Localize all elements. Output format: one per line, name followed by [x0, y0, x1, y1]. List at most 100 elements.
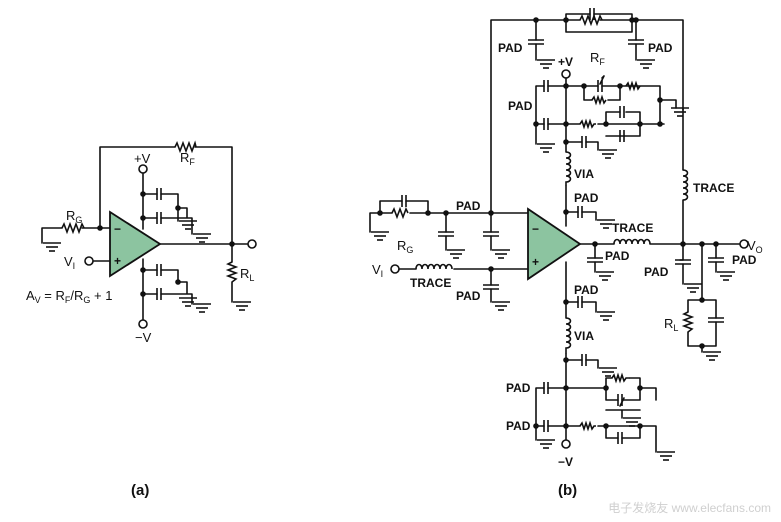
opamp-minus-sign: − — [532, 222, 539, 236]
pos-filter-resistors-b — [579, 80, 641, 130]
label-rg-a: RG — [66, 208, 82, 225]
neg-supply-terminal-b — [561, 439, 571, 449]
ground-icon — [178, 220, 198, 230]
rl-parallel-cap-b — [708, 317, 724, 323]
label-trace: TRACE — [693, 181, 734, 195]
variable-cap-arrow — [599, 75, 605, 85]
opamp-minus-sign: − — [114, 222, 121, 236]
output-terminal-b — [739, 239, 749, 249]
ground-icon — [716, 271, 736, 281]
label-via: VIA — [574, 167, 594, 181]
rl-network-b — [687, 243, 717, 353]
resistor-rf-b — [579, 13, 603, 27]
feedback-frame-b — [490, 19, 684, 245]
ground-icon — [491, 301, 511, 311]
label-via: VIA — [574, 329, 594, 343]
label-pad: PAD — [732, 253, 757, 267]
ground-icon — [192, 233, 212, 243]
ground-icon — [232, 301, 252, 311]
pos-rc-filters-b — [565, 85, 665, 137]
neg-pad-caps-b — [535, 387, 567, 441]
neg-filter-resistors-b — [579, 372, 630, 432]
input-terminal-b — [390, 264, 400, 274]
rg-network-b — [369, 200, 529, 233]
ground-icon — [595, 271, 615, 281]
label-pad: PAD — [506, 381, 531, 395]
variable-cap-arrow — [619, 397, 625, 407]
label-pad: PAD — [456, 289, 481, 303]
label-rl-a: RL — [240, 266, 254, 283]
label-rl-b: RL — [664, 316, 678, 333]
resistor-rg-a — [61, 221, 85, 235]
ground-icon — [702, 351, 722, 361]
ground-icon — [491, 249, 511, 259]
ground-icon — [192, 303, 212, 313]
inductor-trace-input — [415, 263, 453, 270]
inductor-via-pos — [565, 151, 572, 186]
pos-pad-caps-b — [535, 85, 567, 145]
pos-supply-terminal-b — [561, 69, 571, 79]
label-pad: PAD — [456, 199, 481, 213]
label-pad: PAD — [574, 283, 599, 297]
ground-icon — [670, 107, 690, 117]
caption-b: (b) — [558, 482, 577, 499]
neg-bypass-caps-a — [156, 264, 162, 300]
label-vi-b: VI — [372, 262, 383, 279]
ground-icon — [598, 149, 618, 159]
rg-wire-a — [41, 227, 111, 244]
output-terminal-a — [247, 239, 257, 249]
label-rf-b: RF — [590, 50, 605, 67]
ground-icon — [370, 231, 390, 241]
pos-bypass-caps-a — [156, 188, 162, 224]
pos-bypass-wires-a — [142, 193, 193, 235]
neg-supply-terminal-a — [138, 319, 148, 329]
label-trace: TRACE — [410, 276, 451, 290]
ground-icon — [683, 283, 703, 293]
ground-icon — [656, 451, 676, 461]
label-pad: PAD — [605, 249, 630, 263]
inductor-trace-output — [613, 238, 651, 245]
label-pad: PAD — [648, 41, 673, 55]
label-vo-b: VO — [747, 238, 763, 255]
label-rg-b: RG — [397, 238, 413, 255]
label-pos-v-b: +V — [558, 55, 573, 69]
node — [97, 225, 103, 231]
feedback-wire-a — [99, 146, 233, 244]
label-pad: PAD — [574, 191, 599, 205]
resistor-rl-a — [225, 261, 239, 283]
ground-icon — [536, 143, 556, 153]
resistor-rf-a — [174, 140, 197, 154]
opamp-plus-sign: + — [114, 254, 121, 268]
ground-icon — [536, 59, 556, 69]
pos-supply-terminal-a — [138, 164, 148, 174]
circuit-a: − + RG RF RL +V −V VI AV = RF/RG + 1 ( — [26, 140, 257, 499]
ground-icon — [536, 439, 556, 449]
ground-icon — [596, 311, 616, 321]
circuit-b: PAD PAD RF TRACE PAD RG VI TRACE PAD − + — [369, 8, 763, 499]
resistor-rg-b — [391, 206, 409, 220]
opamp-a — [109, 210, 162, 278]
inductor-via-neg — [565, 317, 572, 354]
label-neg-v-b: −V — [558, 455, 573, 469]
label-vi-a: VI — [64, 254, 75, 271]
rf-parallel-cap-b — [589, 8, 595, 20]
opamp-plus-sign: + — [532, 255, 539, 269]
ground-icon — [42, 242, 62, 252]
gain-equation: AV = RF/RG + 1 — [26, 288, 112, 305]
label-trace: TRACE — [612, 221, 653, 235]
ground-icon — [446, 249, 466, 259]
input-terminal-a — [84, 256, 94, 266]
label-pad: PAD — [506, 419, 531, 433]
neg-pin-pad-b — [565, 301, 597, 313]
label-pad: PAD — [498, 41, 523, 55]
resistor-rl-b — [681, 311, 695, 333]
label-rf-a: RF — [180, 150, 195, 167]
label-neg-v-a: −V — [135, 330, 152, 345]
rg-parallel-cap-b — [401, 195, 407, 207]
inductor-trace-feedback — [682, 169, 689, 201]
label-pad: PAD — [508, 99, 533, 113]
caption-a: (a) — [131, 482, 149, 499]
watermark: 电子发烧友 www.elecfans.com — [608, 501, 771, 515]
neg-bypass-wires-a — [142, 269, 193, 305]
